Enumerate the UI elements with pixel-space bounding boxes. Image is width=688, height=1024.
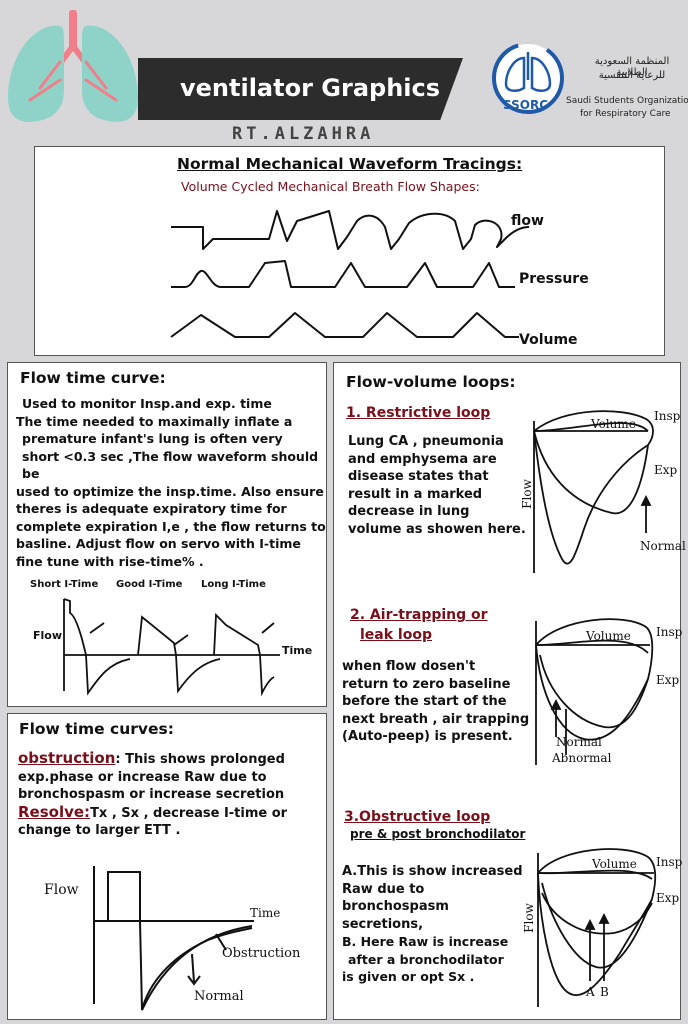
flow-time-curves-title: Flow time curves: [19,720,174,738]
text-line: theres is adequate expiratory time for [16,501,287,516]
restrictive-loop-graph [533,410,654,573]
label-insp: Insp [656,625,683,639]
obstructive-heading-1: 3.Obstructive loop [344,809,491,825]
label-abnormal: Abnormal [552,751,612,765]
org-name-ar-1: المنظمة السعودية الطلابية [594,56,670,78]
label-volume: Volume [586,629,631,643]
flow-time-curve-text: Used to monitor Insp.and exp. time The t… [16,395,326,570]
label-flow: Flow [521,903,536,933]
text-line: change to larger ETT . [18,823,181,838]
org-name-en-1: Saudi Students Organization [566,96,688,106]
text-line: when flow dosen't [342,659,476,674]
text-line: fine tune with rise-time% . [16,553,204,569]
normal-waveforms-panel: Normal Mechanical Waveform Tracings: Vol… [34,146,665,356]
text-line: short <0.3 sec ,The flow waveform should… [22,448,319,482]
text-line: after a bronchodilator [348,951,504,967]
obstructive-heading-2: pre & post bronchodilator [350,827,526,841]
text-line: next breath , air trapping [342,711,530,727]
obstructive-text-a: A.This is show increased Raw due to bron… [342,863,532,933]
lungs-icon [0,0,150,130]
label-good-itime: Good I-Time [116,579,183,590]
title-banner [138,58,463,120]
obstructive-text-b: B. Here Raw is increase after a bronchod… [342,933,532,986]
text-line: B. Here Raw is increase [342,934,509,949]
author-name: RT.ALZAHRA [232,124,375,144]
label-a: A [586,985,595,999]
text-line: secretions, [342,916,424,932]
text-line: : This shows prolonged [115,752,285,767]
flow-volume-loops-panel: Flow-volume loops: 1. Restrictive loop L… [333,362,686,1020]
flow-time-curves-panel: Flow time curves: obstruction: This show… [7,713,327,1020]
label-normal: Normal [194,989,244,1004]
text-line: Raw due to bronchospasm [342,881,449,915]
text-line: and emphysema are [348,451,497,467]
text-line: volume as showen here. [348,521,526,537]
label-exp: Exp [654,463,678,477]
obstruction-word: obstruction [18,749,116,767]
label-long-itime: Long I-Time [201,579,266,590]
normal-waveforms-subtitle: Volume Cycled Mechanical Breath Flow Sha… [181,179,480,194]
air-trapping-heading-1: 2. Air-trapping or [350,607,488,623]
text-line: premature infant's lung is often very [22,431,283,446]
label-short-itime: Short I-Time [30,579,99,590]
text-line: complete expiration I,e , the flow retur… [16,518,326,534]
air-trapping-heading-2: leak loop [360,627,432,643]
flow-volume-loops-title: Flow-volume loops: [346,373,516,391]
flow-time-curve-title: Flow time curve: [20,369,166,387]
label-insp: Insp [656,855,683,869]
label-obstruction: Obstruction [222,946,301,961]
obstructive-loop-graph [537,848,657,1007]
restrictive-heading: 1. Restrictive loop [346,405,491,421]
label-pressure: Pressure [519,271,589,287]
text-line: Tx , Sx , decrease I-time or [90,805,288,821]
text-line: is given or opt Sx . [342,969,475,984]
flow-time-curve-panel: Flow time curve: Used to monitor Insp.an… [7,362,327,707]
label-volume: Volume [519,332,578,348]
text-line: (Auto-peep) is present. [342,729,513,744]
air-trapping-loop-graph [535,618,654,765]
label-normal: Normal [640,539,686,553]
normal-waveforms-graph [170,210,530,338]
restrictive-text: Lung CA , pneumonia and emphysema are di… [348,433,528,538]
text-line: decrease in lung [348,504,470,519]
ssorc-logo [490,40,566,116]
label-time: Time [250,906,281,920]
itime-flow-graph [63,598,280,697]
text-line: result in a marked [348,486,483,502]
label-exp: Exp [656,673,680,687]
label-volume: Volume [592,857,637,871]
label-time: Time [282,644,313,657]
resolve-word: Resolve: [18,802,91,821]
obstruction-flow-graph [93,866,254,1011]
org-name-ar-2: للرعاية التنفسية [598,70,666,81]
page-title: ventilator Graphics [180,74,441,102]
label-flow: Flow [44,882,79,898]
label-volume: Volume [591,417,636,431]
label-normal: Normal [556,735,602,749]
text-line: disease states that [348,469,489,484]
obstruction-text: obstruction: This shows prolonged exp.ph… [18,749,323,840]
org-name-en-2: for Respiratory Care [580,109,671,119]
text-line: exp.phase or increase Raw due to [18,769,267,785]
label-exp: Exp [656,891,680,905]
label-b: B [600,985,609,999]
text-line: A.This is show increased [342,864,523,879]
text-line: return to zero baseline [342,676,511,692]
text-line: Lung CA , pneumonia [348,434,504,449]
text-line: used to optimize the insp.time. Also ens… [16,483,324,499]
label-flow: flow [511,213,544,229]
text-line: before the start of the [342,694,507,709]
text-line: Used to monitor Insp.and exp. time [22,396,272,411]
text-line: The time needed to maximally inflate a [16,413,293,429]
normal-waveforms-title: Normal Mechanical Waveform Tracings: [177,155,523,173]
text-line: basline. Adjust flow on servo with I-tim… [16,536,301,551]
org-acronym: SSORC [503,98,548,112]
label-insp: Insp [654,409,681,423]
air-trapping-text: when flow dosen't return to zero baselin… [342,658,532,746]
text-line: bronchospasm or increase secretion [18,787,285,802]
label-flow: Flow [33,629,63,642]
